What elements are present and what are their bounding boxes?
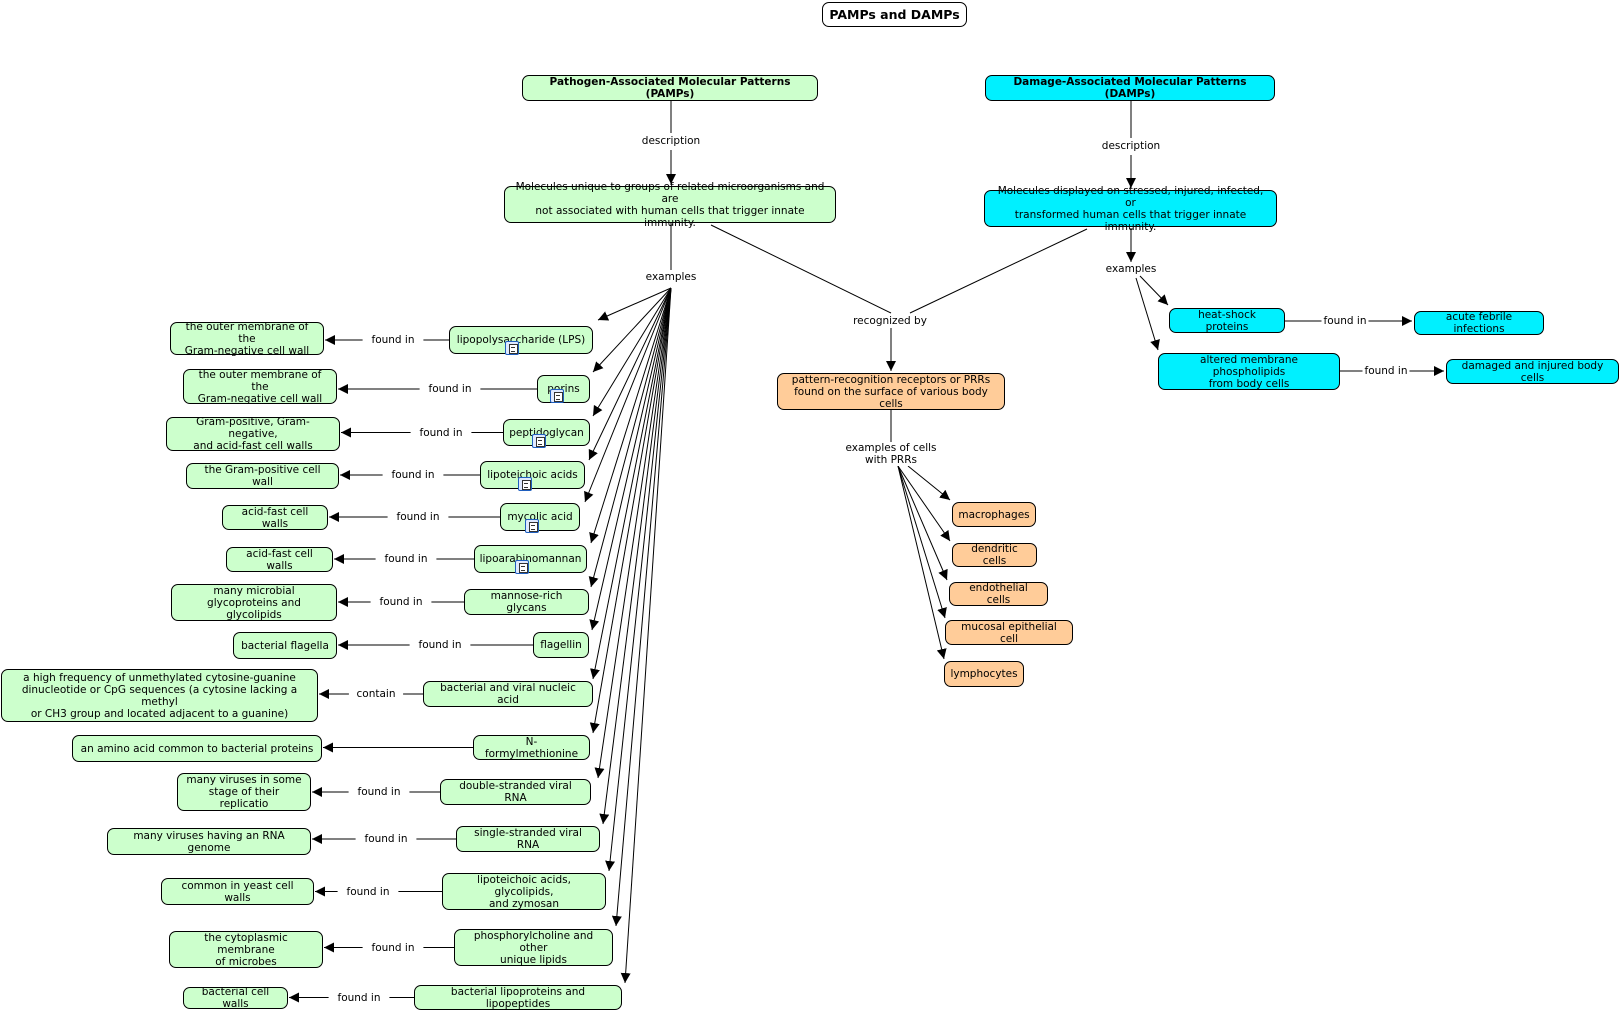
damps-description-label: description — [1099, 140, 1163, 152]
pamp-target-7[interactable]: bacterial flagella — [233, 632, 337, 659]
prr-cell-connector — [907, 465, 951, 501]
prr-cell-connector — [897, 465, 947, 619]
pamp-link-found-in: found in — [369, 334, 417, 346]
pamp-link-found-in: found in — [394, 511, 442, 523]
pamp-example-connector — [597, 287, 672, 321]
prr-cell-connector — [897, 465, 947, 660]
pamp-example-connector — [590, 287, 672, 680]
prr-cell-connector — [897, 465, 948, 581]
pamp-example-mannose-rich-glycans[interactable]: mannose-rich glycans — [464, 589, 589, 615]
pamp-target-4[interactable]: acid-fast cell walls — [222, 505, 328, 530]
document-icon[interactable] — [518, 477, 532, 491]
prr-cell-lymphocytes[interactable]: lymphocytes — [944, 661, 1024, 687]
pamp-link-found-in: found in — [382, 553, 430, 565]
connector-line — [909, 228, 1088, 314]
pamp-link-found-in: found in — [377, 596, 425, 608]
pamp-link-found-in: found in — [344, 885, 392, 898]
pamp-link-found-in: found in — [369, 941, 417, 954]
pamp-example-connector — [589, 287, 672, 544]
pamp-example-double-stranded-viral-rna[interactable]: double-stranded viral RNA — [440, 779, 591, 805]
connector-line — [1135, 277, 1160, 351]
pamp-example-connector — [592, 287, 672, 373]
pamp-target-11[interactable]: many viruses having an RNA genome — [107, 828, 311, 855]
connector-line — [710, 224, 892, 314]
pamp-target-6[interactable]: many microbial glycoproteins and glycoli… — [171, 584, 337, 621]
pamp-example-lipoteichoic-acids-glycolipids-and-zymosan[interactable]: lipoteichoic acids, glycolipids, and zym… — [442, 873, 606, 910]
pamps-examples-label: examples — [643, 271, 699, 283]
pamp-target-2[interactable]: Gram-positive, Gram-negative, and acid-f… — [166, 416, 340, 452]
damps-description[interactable]: Molecules displayed on stressed, injured… — [984, 185, 1277, 233]
pamp-target-13[interactable]: the cytoplasmic membrane of microbes — [169, 931, 323, 968]
prr-node[interactable]: pattern-recognition receptors or PRRs fo… — [777, 373, 1005, 410]
pamp-link-found-in: found in — [362, 833, 410, 845]
pamp-link-found-in: found in — [416, 639, 464, 651]
pamp-example-connector — [589, 287, 672, 631]
prr-cell-endothelial-cells[interactable]: endothelial cells — [949, 582, 1048, 606]
document-icon[interactable] — [525, 519, 539, 533]
pamp-target-5[interactable]: acid-fast cell walls — [226, 547, 333, 572]
damp-target-acute-febrile-infections[interactable]: acute febrile infections — [1414, 311, 1544, 335]
damp-link-found-in: found in — [1362, 365, 1410, 377]
pamp-target-8[interactable]: a high frequency of unmethylated cytosin… — [1, 669, 318, 722]
pamp-example-bacterial-and-viral-nucleic-acid[interactable]: bacterial and viral nucleic acid — [423, 681, 593, 707]
pamp-target-10[interactable]: many viruses in some stage of their repl… — [177, 773, 311, 811]
pamp-example-connector — [594, 287, 672, 779]
pamp-example-peptidoglycan[interactable]: peptidoglycan — [503, 419, 590, 446]
pamp-example-phosphorylcholine-and-other-unique-lipids[interactable]: phosphorylcholine and other unique lipid… — [454, 929, 613, 966]
pamp-example-connector — [620, 287, 672, 984]
pamp-example-connector — [588, 287, 672, 461]
pamp-example-connector — [584, 287, 672, 503]
pamp-link-found-in: found in — [335, 991, 383, 1004]
connector-line — [1139, 275, 1169, 306]
pamp-example-mycolic-acid[interactable]: mycolic acid — [500, 503, 580, 531]
pamps-header[interactable]: Pathogen-Associated Molecular Patterns (… — [522, 75, 818, 101]
pamp-example-connector — [599, 287, 672, 825]
pamp-target-12[interactable]: common in yeast cell walls — [161, 878, 314, 905]
damp-link-found-in: found in — [1321, 315, 1369, 327]
pamp-link-contain: contain — [354, 688, 398, 700]
pamp-example-lipopolysaccharide-lps[interactable]: lipopolysaccharide (LPS) — [449, 326, 593, 354]
document-icon[interactable] — [505, 341, 519, 355]
prr-cell-mucosal-epithelial-cell[interactable]: mucosal epithelial cell — [945, 620, 1073, 645]
pamp-example-lipoteichoic-acids[interactable]: lipoteichoic acids — [480, 461, 585, 489]
pamp-link-found-in: found in — [417, 426, 465, 439]
pamp-example-lipoarabinomannan[interactable]: lipoarabinomannan — [474, 545, 587, 573]
pamp-target-3[interactable]: the Gram-positive cell wall — [186, 463, 339, 489]
document-icon[interactable] — [515, 560, 529, 574]
prr-cell-dendritic-cells[interactable]: dendritic cells — [952, 543, 1037, 567]
pamp-example-single-stranded-viral-rna[interactable]: single-stranded viral RNA — [456, 826, 600, 852]
pamp-example-bacterial-lipoproteins-and-lipopeptides[interactable]: bacterial lipoproteins and lipopeptides — [414, 985, 622, 1010]
pamp-target-9[interactable]: an amino acid common to bacterial protei… — [72, 735, 322, 762]
document-icon[interactable] — [532, 434, 546, 448]
pamp-example-flagellin[interactable]: flagellin — [533, 632, 589, 658]
pamp-example-connector — [592, 287, 672, 417]
pamp-example-connector — [605, 287, 672, 872]
pamp-example-connector — [589, 287, 672, 734]
cells-with-prrs-label: examples of cells with PRRs — [843, 442, 939, 466]
document-icon[interactable] — [550, 389, 564, 403]
damp-target-damaged-injured-cells[interactable]: damaged and injured body cells — [1446, 359, 1619, 384]
pamps-description[interactable]: Molecules unique to groups of related mi… — [504, 181, 836, 229]
damps-header[interactable]: Damage-Associated Molecular Patterns (DA… — [985, 75, 1275, 101]
pamp-link-found-in: found in — [389, 469, 437, 481]
damps-examples-label: examples — [1103, 263, 1159, 275]
pamp-example-connector — [611, 287, 672, 927]
prr-cell-macrophages[interactable]: macrophages — [952, 502, 1036, 527]
pamp-example-n-formylmethionine[interactable]: N-formylmethionine — [473, 735, 590, 760]
map-title: PAMPs and DAMPs — [822, 2, 967, 27]
damp-example-heat-shock-proteins[interactable]: heat-shock proteins — [1169, 308, 1285, 333]
pamp-link-found-in: found in — [355, 786, 403, 798]
recognized-by-label: recognized by — [851, 315, 929, 327]
prr-cell-connector — [897, 465, 951, 542]
damp-example-altered-phospholipids[interactable]: altered membrane phospholipids from body… — [1158, 353, 1340, 390]
pamp-target-1[interactable]: the outer membrane of the Gram-negative … — [183, 369, 337, 405]
pamp-target-0[interactable]: the outer membrane of the Gram-negative … — [170, 321, 324, 357]
pamps-description-label: description — [639, 135, 703, 147]
pamp-example-connector — [588, 287, 672, 588]
pamp-link-found-in: found in — [426, 383, 474, 395]
pamp-target-14[interactable]: bacterial cell walls — [183, 986, 288, 1010]
